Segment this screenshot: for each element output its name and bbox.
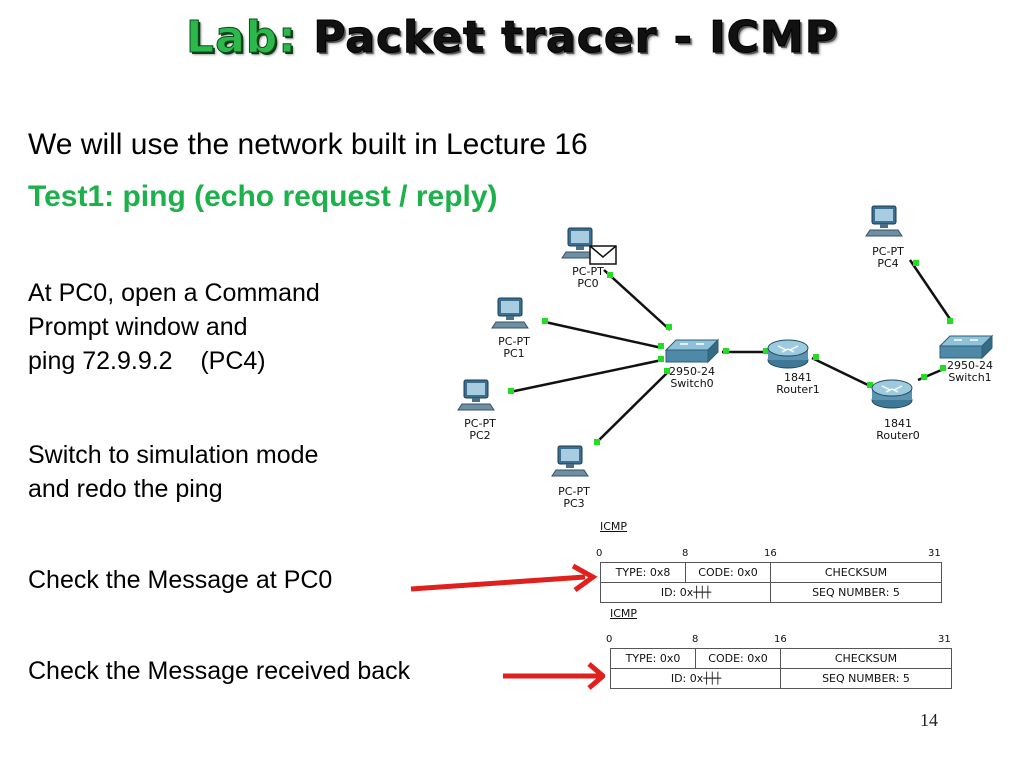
step2-line2: and redo the ping <box>28 475 223 503</box>
packet2-bit-8: 8 <box>692 634 699 645</box>
step3-line1: Check the Message at PC0 <box>28 566 333 594</box>
link-indicators <box>508 260 966 445</box>
intro-text: We will use the network built in Lecture… <box>28 128 588 161</box>
packet1-bit-0: 0 <box>596 548 603 559</box>
pc3-icon[interactable] <box>551 445 589 477</box>
packet1-code: CODE: 0x0 <box>685 562 771 583</box>
packet2-type: TYPE: 0x0 <box>610 648 696 669</box>
test-heading: Test1: ping (echo request / reply) <box>28 180 498 213</box>
network-diagram <box>457 205 993 477</box>
switch0-icon[interactable] <box>665 339 719 363</box>
arrow-to-packet1 <box>410 563 598 593</box>
pc2-icon[interactable] <box>457 379 495 411</box>
switch1-icon[interactable] <box>939 335 993 359</box>
page-number: 14 <box>920 710 938 730</box>
packet2-bit-0: 0 <box>606 634 613 645</box>
step4-text: Check the Message received back <box>28 654 410 688</box>
step2-text: Switch to simulation mode and redo the p… <box>28 438 318 506</box>
step1-line2: Prompt window and <box>28 313 248 341</box>
step1-line3: ping 72.9.9.2 (PC4) <box>28 347 266 375</box>
packet2-id: ID: 0x┼┼┼ <box>610 668 781 689</box>
step1-text: At PC0, open a Command Prompt window and… <box>28 276 320 378</box>
packet1-bit-16: 16 <box>764 548 777 559</box>
packet1-type: TYPE: 0x8 <box>600 562 686 583</box>
step3-text: Check the Message at PC0 <box>28 563 332 597</box>
router0-icon[interactable] <box>871 379 913 409</box>
packet1-table[interactable]: TYPE: 0x8 CODE: 0x0 CHECKSUM ID: 0x┼┼┼ S… <box>600 562 942 603</box>
packet1-id: ID: 0x┼┼┼ <box>600 582 771 603</box>
title-lab: Lab: <box>186 12 297 64</box>
pc1-icon[interactable] <box>491 297 529 329</box>
arrow-to-packet2 <box>503 662 605 690</box>
step1-line1: At PC0, open a Command <box>28 279 320 307</box>
packet1-caption: ICMP <box>600 520 628 533</box>
packet1-bit-8: 8 <box>682 548 689 559</box>
step4-line1: Check the Message received back <box>28 657 411 685</box>
arrows <box>410 563 605 690</box>
router1-icon[interactable] <box>767 339 809 369</box>
packet1-checksum: CHECKSUM <box>770 562 942 583</box>
title-rest: Packet tracer - ICMP <box>296 12 838 64</box>
packet2-bit-31: 31 <box>938 634 951 645</box>
packet2-seq: SEQ NUMBER: 5 <box>780 668 952 689</box>
packet2-checksum: CHECKSUM <box>780 648 952 669</box>
packet1-seq: SEQ NUMBER: 5 <box>770 582 942 603</box>
slide-title: Lab: Packet tracer - ICMP <box>0 12 1024 64</box>
packet2-bit-16: 16 <box>774 634 787 645</box>
network-links <box>509 259 954 445</box>
envelope-icon <box>589 245 617 265</box>
packet2-code: CODE: 0x0 <box>695 648 781 669</box>
pc4-icon[interactable] <box>865 205 903 237</box>
packet2-caption: ICMP <box>610 607 638 620</box>
packet1-bit-31: 31 <box>928 548 941 559</box>
packet2-table[interactable]: TYPE: 0x0 CODE: 0x0 CHECKSUM ID: 0x┼┼┼ S… <box>610 648 952 689</box>
step2-line1: Switch to simulation mode <box>28 441 319 469</box>
